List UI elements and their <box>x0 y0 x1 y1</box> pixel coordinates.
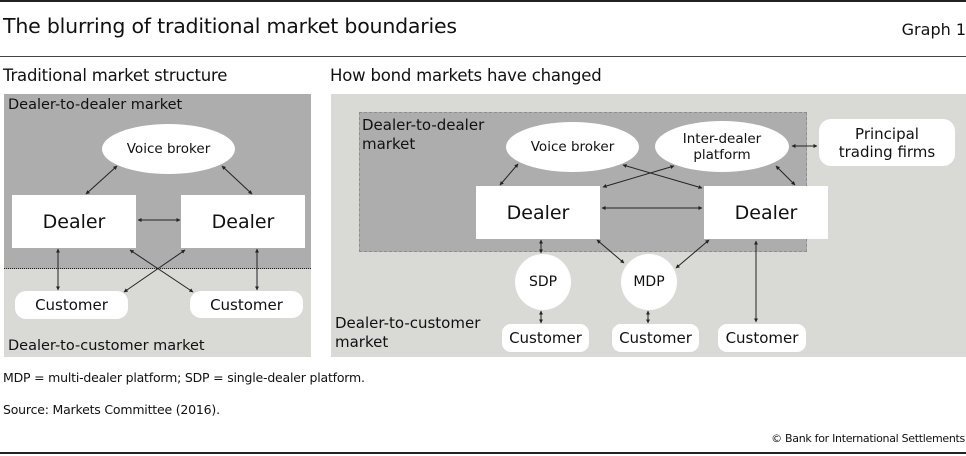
inner-region-label-line2: market <box>362 135 416 153</box>
right-voice-broker-node: Voice broker <box>506 122 639 172</box>
right-panel-subtitle: How bond markets have changed <box>330 66 602 85</box>
inter-dealer-line1: Inter-dealer <box>682 130 762 147</box>
inter-dealer-line2: platform <box>693 146 751 163</box>
left-panel-subtitle: Traditional market structure <box>3 66 228 85</box>
outer-region-label-line1: Dealer-to-customer <box>335 314 481 332</box>
sdp-node: SDP <box>515 254 571 310</box>
inner-region-label-line1: Dealer-to-dealer <box>362 116 485 134</box>
left-dealer-node-2: Dealer <box>181 195 305 248</box>
right-customer-node-1: Customer <box>502 324 589 352</box>
principal-line2: trading firms <box>838 142 936 161</box>
figure-title: The blurring of traditional market bound… <box>3 14 457 38</box>
bottom-rule <box>0 452 966 454</box>
principal-trading-firms-node: Principal trading firms <box>819 119 955 166</box>
region-divider <box>4 268 311 269</box>
principal-line1: Principal <box>855 124 919 143</box>
inter-dealer-platform-node: Inter-dealer platform <box>655 121 789 172</box>
right-customer-node-3: Customer <box>718 324 806 352</box>
left-voice-broker-node: Voice broker <box>102 124 235 174</box>
copyright-note: © Bank for International Settlements <box>771 432 965 445</box>
source-note: Source: Markets Committee (2016). <box>3 402 220 417</box>
left-dealer-node-1: Dealer <box>12 195 136 248</box>
left-customer-node-2: Customer <box>190 291 303 318</box>
graph-number: Graph 1 <box>901 20 966 39</box>
top-rule <box>0 0 966 2</box>
outer-region-label-line2: market <box>335 333 389 351</box>
title-rule <box>0 56 966 57</box>
right-dealer-node-1: Dealer <box>476 186 600 239</box>
right-customer-node-2: Customer <box>612 324 699 352</box>
right-dealer-node-2: Dealer <box>704 186 828 239</box>
mdp-node: MDP <box>621 254 677 310</box>
dealer-to-dealer-label: Dealer-to-dealer market <box>8 97 183 113</box>
dealer-to-customer-label: Dealer-to-customer market <box>8 338 205 354</box>
abbreviation-note: MDP = multi-dealer platform; SDP = singl… <box>3 370 365 385</box>
left-customer-node-1: Customer <box>15 291 128 319</box>
